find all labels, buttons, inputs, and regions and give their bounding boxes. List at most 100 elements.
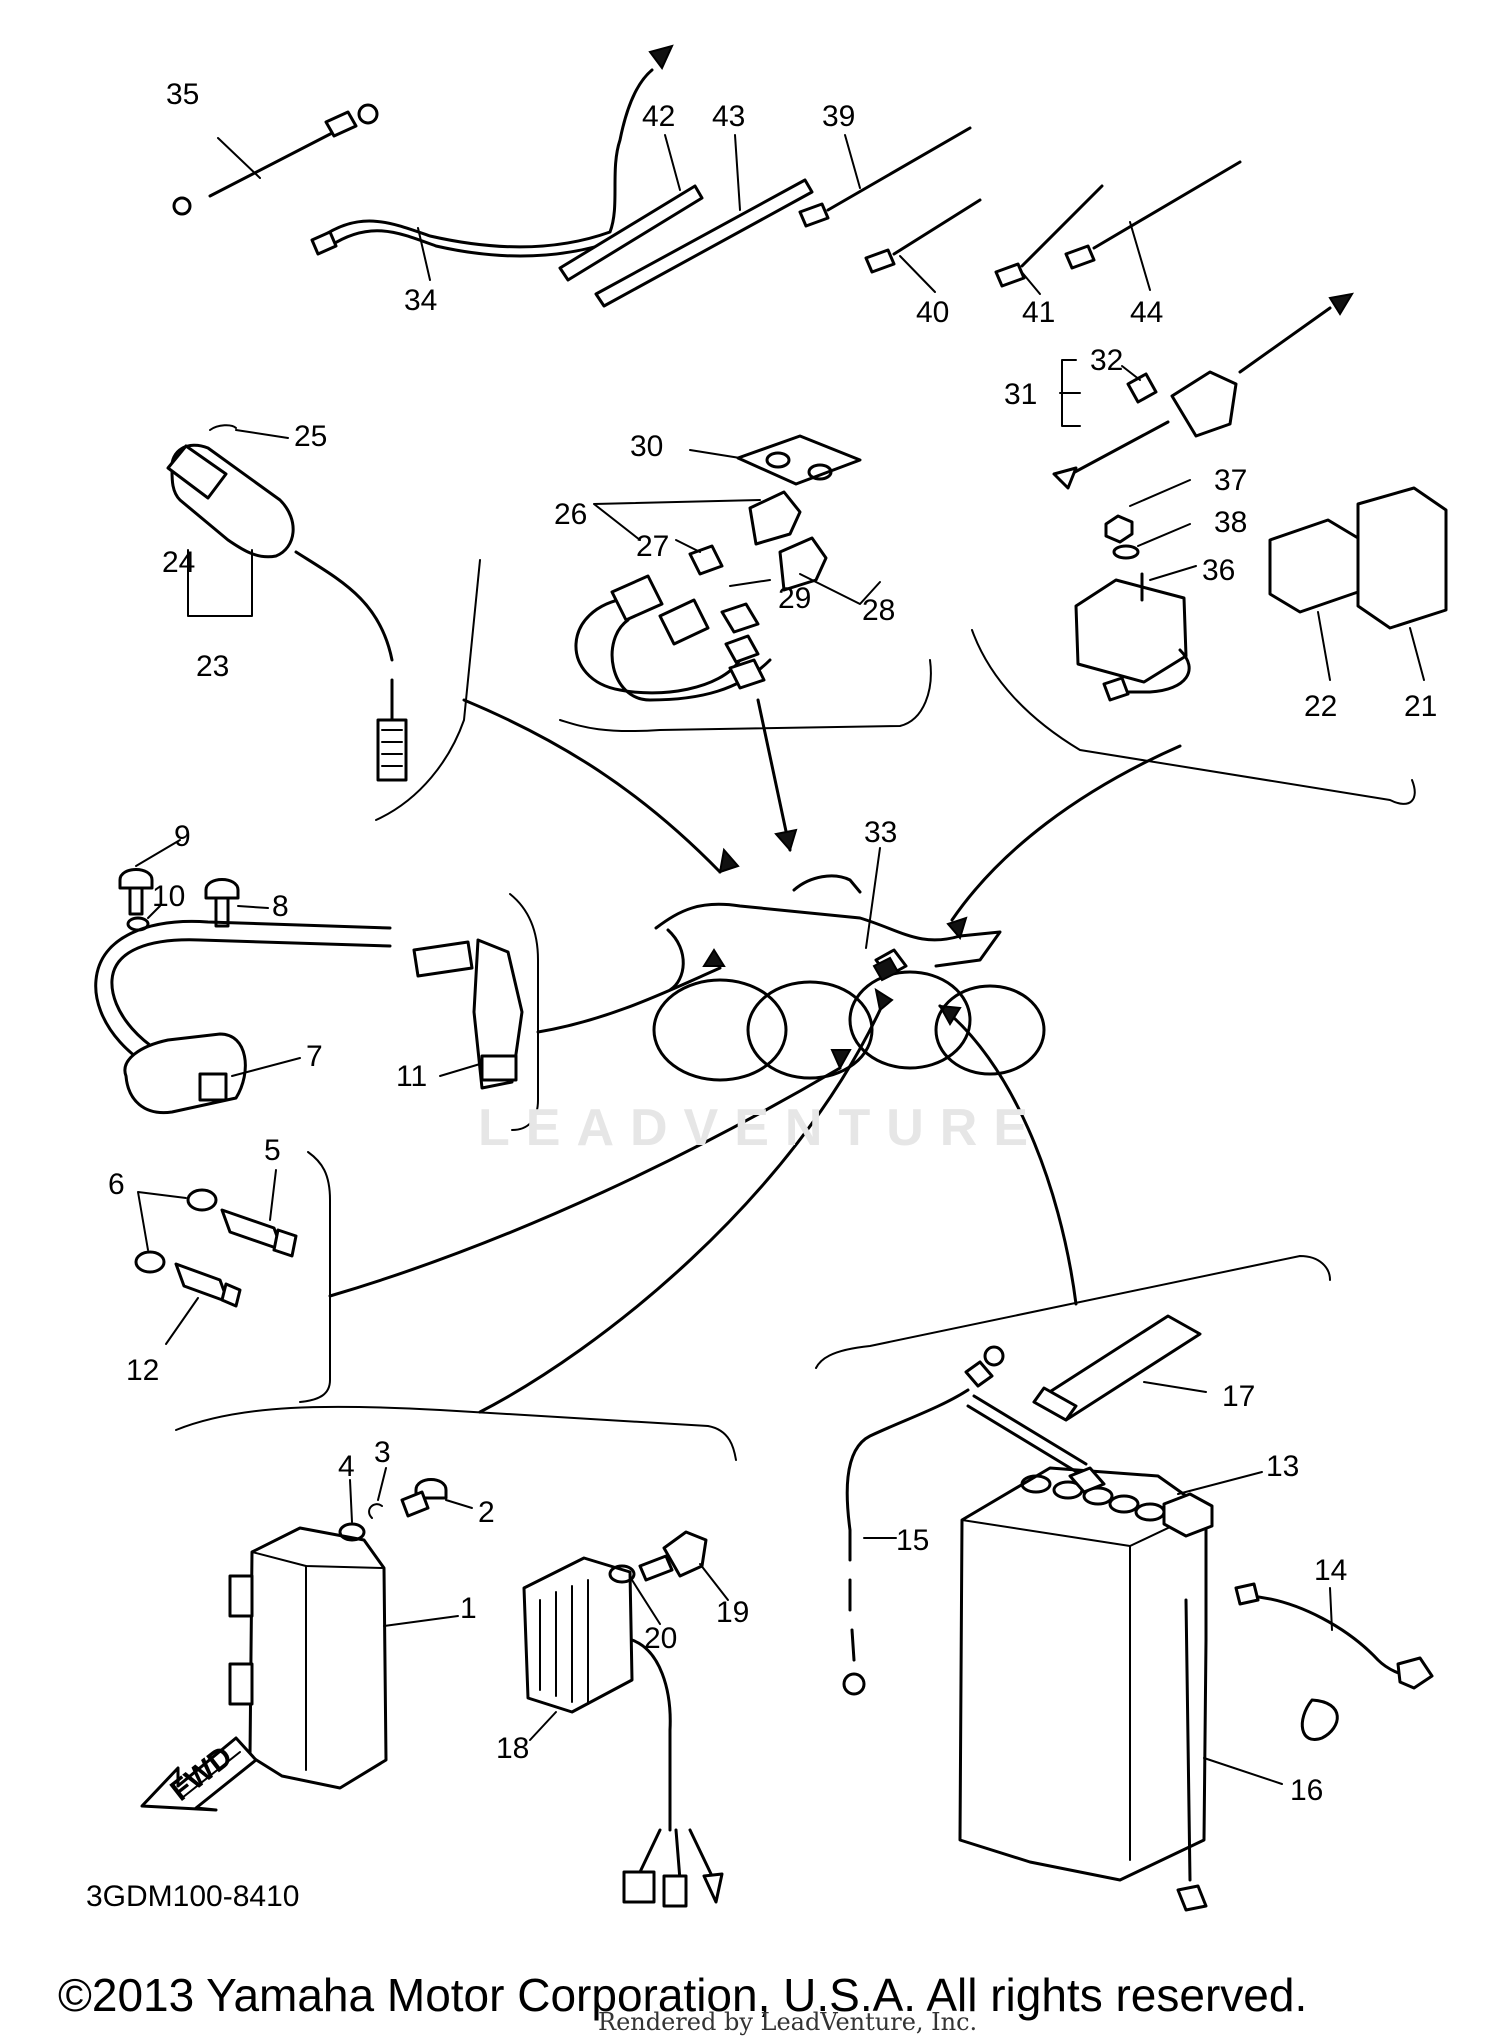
- callout-1: 1: [460, 1592, 477, 1625]
- part-38-washer: [1112, 523, 1191, 560]
- callout-22: 22: [1304, 690, 1337, 723]
- leader-20: [631, 1579, 661, 1625]
- part-11-plug-cap: [412, 938, 524, 1090]
- leader-17: [1143, 1381, 1207, 1393]
- callout-36: 36: [1202, 554, 1235, 587]
- leader-42: [664, 134, 681, 191]
- callout-30: 30: [630, 430, 663, 463]
- bracket-31: [1061, 359, 1081, 427]
- callout-4: 4: [338, 1450, 355, 1483]
- callout-38: 38: [1214, 506, 1247, 539]
- callout-24: 24: [162, 546, 195, 579]
- callout-10: 10: [152, 880, 185, 913]
- part-36-starter-relay: [1074, 565, 1197, 702]
- copyright-notice: ©2013 Yamaha Motor Corporation, U.S.A. A…: [58, 1969, 1308, 2021]
- leader-5: [269, 1169, 277, 1221]
- callout-31: 31: [1004, 378, 1037, 411]
- part-39-cable-tie: [798, 126, 972, 228]
- leader-35: [217, 137, 261, 179]
- leader-6: [137, 1191, 187, 1251]
- drawing-code: 3GDM100-8410: [86, 1880, 300, 1913]
- leader-2: [445, 1499, 473, 1509]
- callout-13: 13: [1266, 1450, 1299, 1483]
- leader-28: [799, 573, 881, 605]
- leader-13: [1177, 1471, 1263, 1495]
- part-17-battery-band: [966, 1314, 1207, 1494]
- part-14-breather-hose: [1234, 1582, 1434, 1741]
- leader-36: [1149, 565, 1197, 581]
- callout-3: 3: [374, 1436, 391, 1469]
- part-21-cover: [1356, 486, 1448, 681]
- part-41-cable-tie: [994, 184, 1104, 295]
- callout-16: 16: [1290, 1774, 1323, 1807]
- leader-37: [1129, 479, 1191, 507]
- callout-23: 23: [196, 650, 229, 683]
- leader-39: [844, 134, 861, 189]
- part-6-gasket: [134, 1188, 218, 1274]
- group-line-23: [375, 559, 481, 821]
- part-18-rectifier-regulator: [522, 1556, 724, 1908]
- rendered-by-notice: Rendered by LeadVenture, Inc.: [598, 2008, 978, 2036]
- leader-21: [1409, 627, 1425, 681]
- arrow-to-13: [938, 1004, 1078, 1306]
- leader-8: [237, 905, 269, 909]
- arrow-to-7: [536, 966, 722, 1034]
- leader-16: [1203, 1757, 1283, 1785]
- part-26-28-lead-wires: [574, 490, 881, 702]
- leader-22: [1317, 611, 1331, 681]
- leader-44: [1129, 221, 1151, 291]
- callout-19: 19: [716, 1596, 749, 1629]
- callout-33: 33: [864, 816, 897, 849]
- leader-1: [383, 1615, 459, 1627]
- group-line-26: [559, 659, 932, 733]
- leader-12: [165, 1297, 199, 1345]
- callout-44: 44: [1130, 296, 1163, 329]
- group-line-7: [509, 893, 539, 1131]
- leader-4: [349, 1479, 353, 1523]
- callout-35: 35: [166, 78, 199, 111]
- part-19-bolt: [638, 1530, 729, 1601]
- part-24-spark-plug-cap: [166, 444, 228, 500]
- part-13-battery: [958, 1466, 1263, 1882]
- leader-9: [135, 839, 181, 867]
- part-34-wire-harness: [310, 44, 674, 281]
- leader-10: [147, 905, 161, 919]
- callout-27: 27: [636, 530, 669, 563]
- callout-2: 2: [478, 1496, 495, 1529]
- callout-43: 43: [712, 100, 745, 133]
- leader-38: [1137, 523, 1191, 547]
- arrow-to-23: [462, 698, 722, 874]
- group-line-1: [175, 1405, 737, 1461]
- leader-32: [1121, 365, 1141, 381]
- leader-18: [529, 1711, 557, 1741]
- leader-19: [699, 1563, 729, 1601]
- callout-37: 37: [1214, 464, 1247, 497]
- leader-27: [675, 539, 701, 553]
- callout-12: 12: [126, 1354, 159, 1387]
- callout-8: 8: [272, 890, 289, 923]
- part-37-nut: [1104, 479, 1191, 544]
- group-line-13: [815, 1255, 1331, 1369]
- part-16-positive-lead: [1176, 1598, 1283, 1912]
- callout-25: 25: [294, 420, 327, 453]
- group-line-36: [971, 629, 1416, 805]
- part-44-cable-tie: [1064, 160, 1242, 291]
- callout-29: 29: [778, 582, 811, 615]
- arrow-to-26: [756, 698, 792, 852]
- leader-14: [1329, 1587, 1333, 1631]
- part-20-washer: [608, 1564, 661, 1625]
- part-2-bolt: [400, 1478, 473, 1518]
- callout-26: 26: [554, 498, 587, 531]
- leader-26: [593, 499, 761, 541]
- part-30-bracket-plate: [689, 434, 862, 486]
- callout-7: 7: [306, 1040, 323, 1073]
- callout-17: 17: [1222, 1380, 1255, 1413]
- leader-11: [439, 1063, 481, 1077]
- callout-6: 6: [108, 1168, 125, 1201]
- leader-25: [235, 429, 289, 439]
- callout-42: 42: [642, 100, 675, 133]
- arrow-to-5: [328, 1066, 842, 1298]
- leader-34: [417, 227, 431, 281]
- part-4-washer: [338, 1479, 366, 1542]
- callout-20: 20: [644, 1622, 677, 1655]
